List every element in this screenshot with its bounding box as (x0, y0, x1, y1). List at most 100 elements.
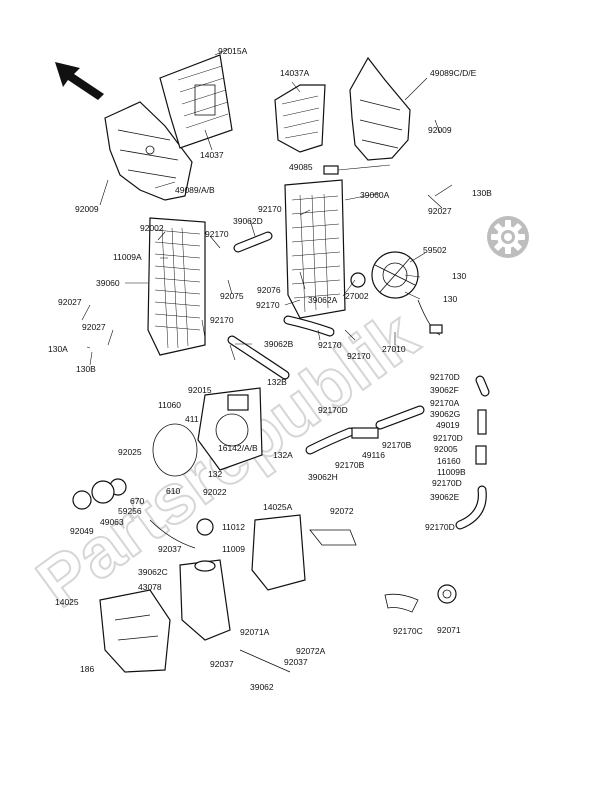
hose-39062H (305, 427, 355, 455)
hose-39062D (233, 231, 273, 253)
radiator-cap (323, 165, 339, 175)
part-label: 49089C/D/E (430, 68, 477, 78)
part-label: 92027 (58, 297, 82, 307)
part-label: 14025A (263, 502, 293, 512)
part-label: 92005 (434, 444, 458, 454)
part-label: 610 (166, 486, 180, 496)
part-label: 186 (80, 664, 94, 674)
hose-39062G (375, 405, 425, 430)
part-label: 16142/A/B (218, 443, 258, 453)
part-label: 59502 (423, 245, 447, 255)
part-label: 39062A (308, 295, 338, 305)
right-radiator (284, 179, 346, 319)
part-label: 92027 (428, 206, 452, 216)
part-label: 130B (472, 188, 492, 198)
part-label: 411 (185, 414, 199, 424)
part-label: 130 (452, 271, 466, 281)
part-label: 14037A (280, 68, 310, 78)
part-label: 92170D (430, 372, 460, 382)
part-label: 92170 (256, 300, 280, 310)
part-label: 92075 (220, 291, 244, 301)
part-label: 49116 (362, 450, 385, 460)
part-label: 92022 (203, 487, 227, 497)
part-label: 130A (48, 344, 68, 354)
part-label: 14025 (55, 597, 79, 607)
hose-39062F (475, 375, 490, 397)
clamp-92170C (384, 593, 419, 613)
gear-icon (487, 216, 529, 258)
part-label: 92071 (437, 625, 461, 635)
part-label: 49089/A/B (175, 185, 215, 195)
part-label: 92170C (393, 626, 423, 636)
part-label: 92170 (205, 229, 229, 239)
part-label: 130B (76, 364, 96, 374)
part-label: 92170B (382, 440, 412, 450)
part-label: 92170B (335, 460, 365, 470)
overflow-hose-39062 (239, 649, 291, 673)
part-label: 92170 (318, 340, 342, 350)
part-label: 92027 (82, 322, 106, 332)
part-label: 11009 (222, 544, 245, 554)
part-label: 27010 (382, 344, 406, 354)
part-label: 92170 (210, 315, 234, 325)
part-label: 49063 (100, 517, 124, 527)
hose-39062A (283, 315, 335, 337)
left-shroud-cover (104, 101, 193, 201)
part-label: 92072A (296, 646, 326, 656)
part-label: 92170D (433, 433, 463, 443)
bracket-92072 (309, 529, 357, 546)
fan-switch (417, 299, 443, 336)
part-label: 132B (267, 377, 287, 387)
part-label: 39062C (138, 567, 168, 577)
part-label: 670 (130, 496, 144, 506)
part-label: 132 (208, 469, 222, 479)
part-label: 27002 (345, 291, 369, 301)
part-label: 92072 (330, 506, 354, 516)
part-label: 132A (273, 450, 293, 460)
pump-gasket (152, 423, 198, 477)
part-label: 39062F (430, 385, 459, 395)
part-label: 11009B (437, 467, 466, 477)
hose-39062C (149, 519, 196, 549)
part-label: 92049 (70, 526, 94, 536)
part-label: 11009A (113, 252, 142, 262)
part-label: 92170D (425, 522, 455, 532)
part-label: 11012 (222, 522, 245, 532)
water-pump-cover (350, 251, 419, 299)
part-label: 92170D (318, 405, 348, 415)
water-pump-housing (197, 387, 263, 471)
part-label: 92037 (284, 657, 308, 667)
part-label: 92037 (210, 659, 234, 669)
front-direction-arrow-icon (55, 62, 104, 100)
part-label: 59256 (118, 506, 142, 516)
grommet-92071 (437, 584, 457, 604)
left-radiator-grille (159, 54, 233, 149)
part-label: 92009 (75, 204, 99, 214)
reservoir-cover-14025A (251, 514, 306, 591)
part-label: 92076 (257, 285, 281, 295)
reserve-tank (179, 518, 231, 641)
leader-lines (81, 47, 453, 366)
part-label: 92015 (188, 385, 212, 395)
part-label: 92170 (347, 351, 371, 361)
part-label: 92037 (158, 544, 182, 554)
part-label: 11060 (158, 400, 181, 410)
part-label: 39060A (360, 190, 390, 200)
part-label: 92009 (428, 125, 452, 135)
part-label: 39062B (264, 339, 294, 349)
part-label: 16160 (437, 456, 461, 466)
part-label: 39062 (250, 682, 274, 692)
part-label: 49085 (289, 162, 313, 172)
valve-49019 (477, 409, 487, 435)
hose-39062B (227, 335, 290, 380)
part-label: 92015A (218, 46, 248, 56)
part-labels: 92015A 14037A 49089C/D/E 14037 92009 920… (48, 46, 492, 692)
hose-39062E (455, 485, 487, 530)
right-shroud-cover (349, 56, 411, 161)
sensor-16160 (475, 445, 487, 465)
part-label: 92170 (258, 204, 282, 214)
part-label: 39062G (430, 409, 460, 419)
part-label: 130 (443, 294, 457, 304)
part-label: 49019 (436, 420, 460, 430)
